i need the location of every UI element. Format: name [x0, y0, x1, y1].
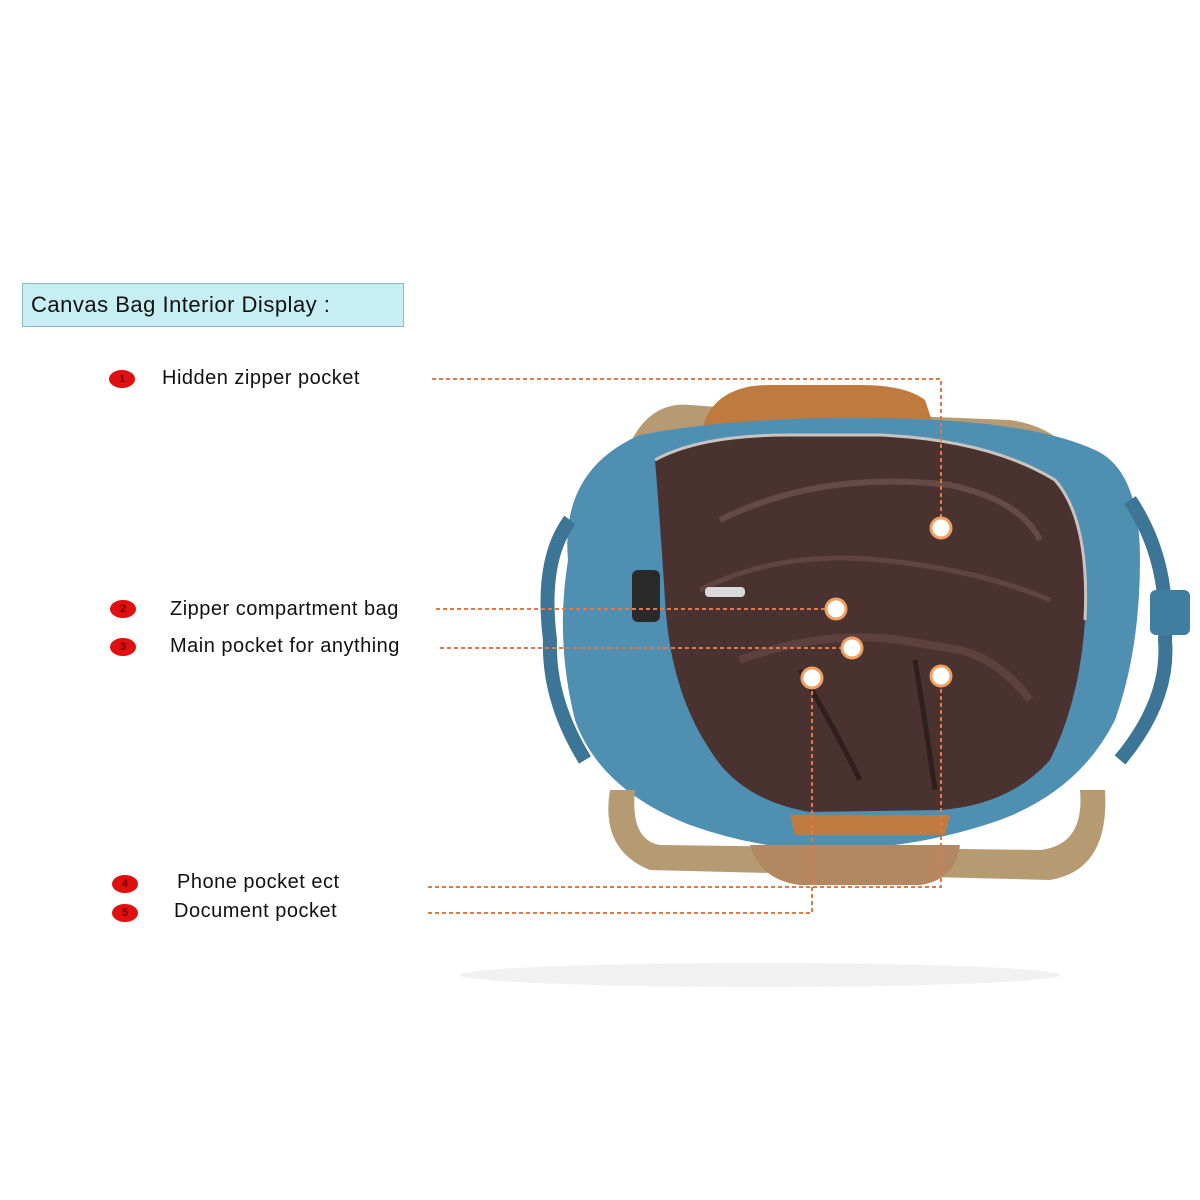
callout-dot-5 — [800, 666, 824, 690]
callout-dot-4 — [929, 664, 953, 688]
zipper-pull-icon — [705, 587, 745, 597]
right-side-tab — [1150, 590, 1190, 635]
bag-interior-lining — [655, 435, 1086, 812]
callout-label-3: Main pocket for anything — [170, 635, 400, 657]
callout-badge-3: 3 — [110, 638, 136, 656]
leader-line-5 — [428, 678, 813, 914]
leather-trim-bottom — [790, 815, 950, 835]
lining-fold-1 — [718, 478, 1043, 542]
callout-label-4: Phone pocket ect — [177, 871, 340, 893]
zipper-edge — [654, 433, 1088, 621]
callout-badge-4: 4 — [112, 875, 138, 893]
callout-label-1: Hidden zipper pocket — [162, 367, 360, 389]
callout-dot-3 — [840, 636, 864, 660]
page-title: Canvas Bag Interior Display : — [31, 292, 331, 317]
lining-fold-2 — [698, 555, 1051, 603]
bag-shadow — [460, 963, 1060, 987]
title-box: Canvas Bag Interior Display : — [22, 283, 404, 327]
leather-handle-bottom — [750, 845, 960, 885]
callout-badge-5: 5 — [112, 904, 138, 922]
leader-line-1 — [432, 378, 942, 528]
callout-label-5: Document pocket — [174, 900, 338, 922]
callout-dot-2 — [824, 597, 848, 621]
left-pleat — [540, 515, 591, 764]
callout-badge-2: 2 — [110, 600, 136, 618]
left-side-buckle — [632, 570, 660, 622]
callout-badge-1: 1 — [109, 370, 135, 388]
leader-line-4 — [428, 676, 942, 888]
divider-pocket — [738, 633, 1034, 703]
callout-dots — [800, 516, 953, 690]
pocket-seam-right — [912, 659, 938, 791]
front-strap — [608, 790, 1106, 880]
callout-dot-1 — [929, 516, 953, 540]
callout-label-2: Zipper compartment bag — [170, 598, 399, 620]
leader-lines — [428, 378, 942, 914]
right-pleat — [1114, 496, 1173, 765]
